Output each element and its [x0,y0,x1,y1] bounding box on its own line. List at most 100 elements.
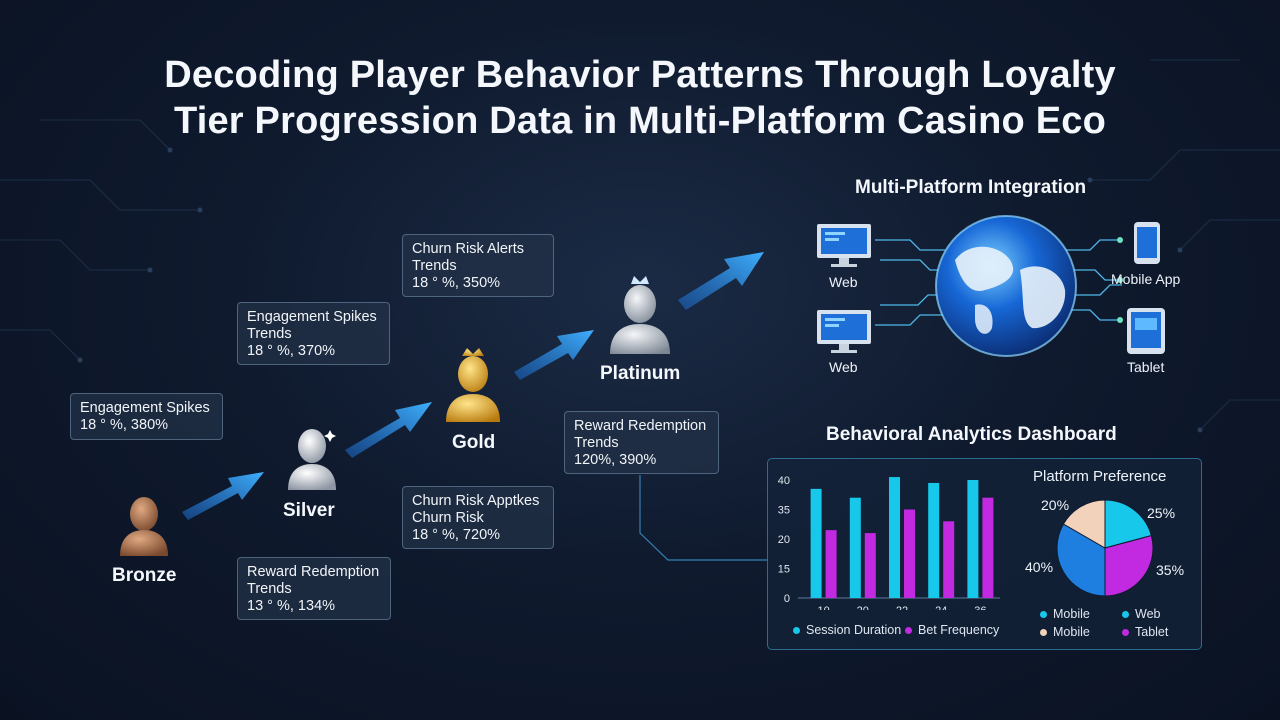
title-line-1: Decoding Player Behavior Patterns Throug… [164,54,1116,96]
legend-dot-cyan [1122,610,1129,618]
card-line: Churn Risk Alerts [412,241,525,257]
bar-bet-frequency [864,533,876,598]
y-tick-label: 0 [784,593,790,605]
pie-pct-20: 20% [1041,497,1070,513]
card-line: Trends [412,258,457,274]
integration-graphic [875,215,1123,357]
legend-label: Web [1135,607,1161,621]
platinum-avatar-icon [610,276,670,354]
bar-legend-bet-frequency: Bet Frequency [905,623,999,637]
arrow-bronze-to-silver [182,472,264,520]
legend-label: Bet Frequency [918,623,1000,637]
silver-avatar-icon [288,429,336,490]
legend-dot-cyan [793,626,800,634]
x-tick-label: 10 [817,605,829,610]
legend-label: Mobile [1053,625,1090,639]
card-line: Engagement Spikes [80,400,210,416]
card-line: 18 ° %, 380% [80,417,169,433]
bar-bet-frequency [982,497,994,598]
card-line: Reward Redemption [247,564,380,580]
bar-legend-session-duration: Session Duration [793,623,901,637]
card-line: Reward Redemption [574,418,707,434]
card-line: Churn Risk [412,510,484,526]
legend-label: Mobile [1053,607,1090,621]
device-label-web-1: Web [829,274,858,290]
card-line: Trends [247,581,292,597]
card-line: Engagement Spikes [247,309,377,325]
x-tick-label: 20 [857,605,869,610]
bar-session-duration [810,488,822,598]
arrow-silver-to-gold [345,402,432,458]
legend-dot-peach [1040,628,1047,636]
pie-chart [1056,499,1154,597]
bar-session-duration [967,480,979,598]
card-line: 18 ° %, 350% [412,275,501,291]
dashboard-title: Behavioral Analytics Dashboard [826,424,1117,445]
bar-session-duration [889,477,900,598]
info-card-engagement-spikes-1: Engagement Spikes 18 ° %, 380% [70,393,223,440]
info-card-engagement-spikes-2: Engagement Spikes Trends 18 ° %, 370% [237,302,390,365]
card-line: Trends [247,326,292,342]
card-line: 13 ° %, 134% [247,598,336,614]
legend-dot-magenta [1122,628,1129,636]
tier-label-silver: Silver [283,500,335,521]
card-line: Trends [574,435,619,451]
web-monitor-icon [817,310,871,353]
card-line: 18 ° %, 370% [247,343,336,359]
pie-slice-40pct [1056,523,1106,597]
y-tick-label: 20 [778,534,790,546]
tier-label-platinum: Platinum [600,363,681,384]
arrow-gold-to-platinum [514,330,594,380]
page-title: Decoding Player Behavior Patterns Throug… [60,52,1220,144]
card-line: 18 ° %, 720% [412,527,501,543]
x-tick-label: 22 [896,605,908,610]
arrow-platinum-to-integration [678,252,764,310]
tablet-icon [1127,308,1165,354]
pie-pct-40: 40% [1025,559,1054,575]
pie-slice-25pct [1104,499,1152,549]
info-card-reward-redemption-1: Reward Redemption Trends 13 ° %, 134% [237,557,391,620]
x-tick-label: 36 [974,605,986,610]
pie-legend-mobile-2: Mobile [1040,625,1090,639]
bar-session-duration [849,497,861,598]
legend-dot-cyan [1040,610,1047,618]
pie-legend-web: Web [1122,607,1160,621]
tier-label-gold: Gold [452,432,496,453]
title-line-2: Tier Progression Data in Multi-Platform … [173,100,1107,142]
bronze-avatar-icon [120,497,168,556]
tier-label-bronze: Bronze [112,565,177,586]
info-card-churn-risk-apptkes: Churn Risk Apptkes Churn Risk 18 ° %, 72… [402,486,554,549]
device-label-web-2: Web [829,359,858,375]
pie-legend-tablet: Tablet [1122,625,1168,639]
pie-legend-mobile-1: Mobile [1040,607,1090,621]
bar-session-duration [928,482,940,598]
card-line: Churn Risk Apptkes [412,493,540,509]
pie-pct-35: 35% [1156,562,1185,578]
device-label-mobile-app: Mobile App [1111,271,1181,287]
info-card-reward-redemption-2: Reward Redemption Trends 120%, 390% [564,411,719,474]
y-tick-label: 15 [778,564,790,576]
legend-label: Session Duration [806,623,902,637]
card-line: 120%, 390% [574,452,657,468]
globe-icon [935,215,1077,357]
gold-avatar-icon [446,348,500,422]
legend-dot-magenta [905,626,912,634]
integration-title: Multi-Platform Integration [855,177,1087,198]
bar-bet-frequency [943,521,955,598]
bar-chart: 0 15 20 35 40 10 20 22 24 36 [778,475,1000,610]
info-card-churn-risk-alerts: Churn Risk Alerts Trends 18 ° %, 350% [402,234,554,297]
pie-pct-25: 25% [1147,505,1176,521]
web-monitor-icon [817,224,871,267]
y-tick-label: 40 [778,475,790,487]
device-label-tablet: Tablet [1127,359,1165,375]
y-tick-label: 35 [778,505,790,517]
pie-title: Platform Preference [1033,468,1167,485]
legend-label: Tablet [1135,625,1169,639]
bar-bet-frequency [825,530,837,598]
mobile-phone-icon [1134,222,1160,264]
x-tick-label: 24 [935,605,947,610]
bar-bet-frequency [904,509,915,598]
